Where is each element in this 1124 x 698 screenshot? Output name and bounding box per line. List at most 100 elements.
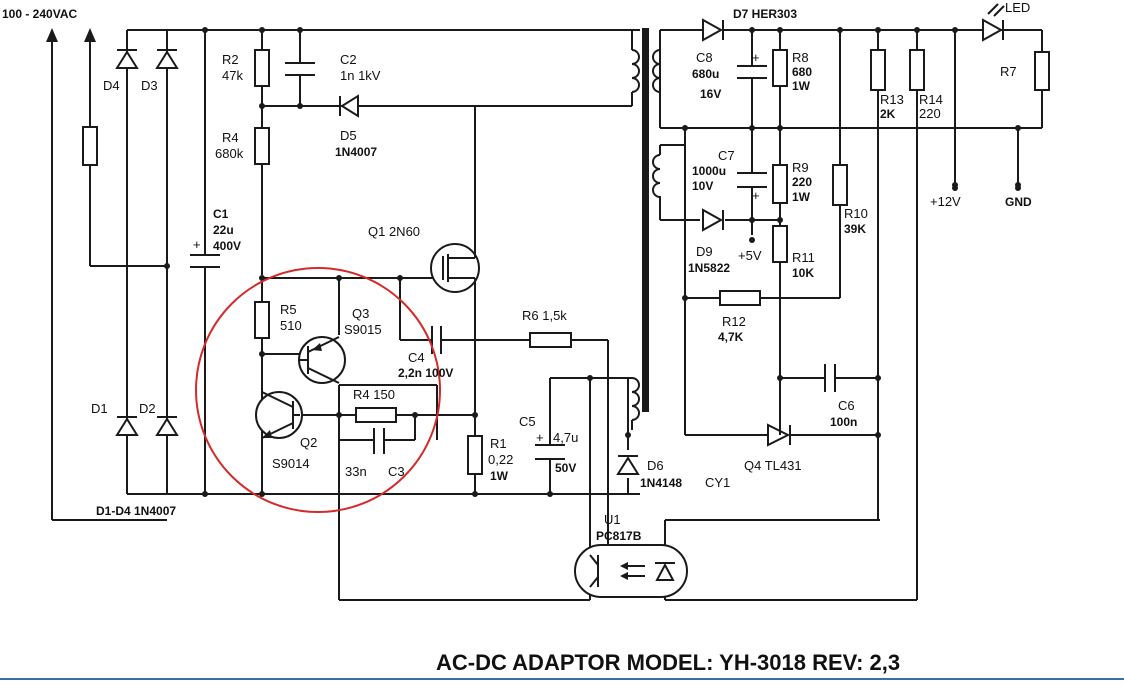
capacitor-c7 (737, 172, 767, 188)
c5-label: C5 (519, 414, 536, 429)
c4-value: 2,2n 100V (398, 366, 453, 380)
ac-input-terminals (46, 28, 96, 42)
q3-label: Q3 (352, 306, 369, 321)
c7-plus: + (752, 188, 760, 203)
resistor-r1 (467, 435, 483, 475)
transformer-core (642, 28, 649, 412)
resistor-r6 (529, 332, 572, 348)
r13-value: 2K (880, 107, 896, 121)
c8-value-2: 16V (700, 87, 721, 101)
c1-value-1: 22u (213, 223, 234, 237)
transistor-q2 (255, 391, 303, 439)
q1-label: Q1 2N60 (368, 224, 420, 239)
c1-value-2: 400V (213, 239, 241, 253)
r1-value-1: 0,22 (488, 452, 513, 467)
r14-value: 220 (919, 106, 941, 121)
led (955, 3, 1042, 42)
r11-value: 10K (792, 266, 814, 280)
r12-value: 4,7K (718, 330, 744, 344)
capacitor-c8 (737, 65, 767, 79)
r8-value-2: 1W (792, 79, 811, 93)
plus5v-terminal (749, 237, 755, 243)
d5-value: 1N4007 (335, 145, 377, 159)
q2-value: S9014 (272, 456, 310, 471)
schematic-title: AC-DC ADAPTOR MODEL: YH-3018 REV: 2,3 (436, 650, 900, 675)
r7-label: R7 (1000, 64, 1017, 79)
r13-label: R13 (880, 92, 904, 107)
r12-label: R12 (722, 314, 746, 329)
r1-value-2: 1W (490, 469, 509, 483)
d1-label: D1 (91, 401, 108, 416)
diode-d9 (702, 208, 724, 232)
gnd-label: GND (1005, 195, 1032, 209)
diodes-note: D1-D4 1N4007 (96, 504, 176, 518)
led-label: LED (1005, 0, 1030, 15)
resistor-r12 (719, 290, 761, 306)
diode-d4 (115, 49, 139, 69)
c3-label: C3 (388, 464, 405, 479)
r9-label: R9 (792, 160, 809, 175)
capacitor-c2 (285, 62, 315, 76)
q4-label: Q4 TL431 (744, 458, 802, 473)
transformer-primary-winding (631, 49, 640, 93)
diode-d5 (339, 94, 359, 118)
transformer-5v-winding (652, 154, 661, 200)
r2-label: R2 (222, 52, 239, 67)
d6-label: D6 (647, 458, 664, 473)
r8-value-1: 680 (792, 65, 812, 79)
c3-value: 33n (345, 464, 367, 479)
c2-label: C2 (340, 52, 357, 67)
c7-label: C7 (718, 148, 735, 163)
r6-label: R6 1,5k (522, 308, 567, 323)
resistor-r2 (254, 49, 270, 87)
d2-label: D2 (139, 401, 156, 416)
shunt-regulator-q4 (767, 423, 791, 447)
mosfet-q1 (430, 243, 480, 295)
highlight-circle (195, 267, 441, 513)
r4-680k-label: R4 (222, 130, 239, 145)
r5-value: 510 (280, 318, 302, 333)
r10-label: R10 (844, 206, 868, 221)
r4-680k-value: 680k (215, 146, 244, 161)
c5-plus: + (536, 430, 544, 445)
r9-value-2: 1W (792, 190, 811, 204)
r11-label: R11 (792, 250, 815, 265)
resistor-r4-150 (355, 407, 397, 423)
c7-value-1: 1000u (692, 164, 726, 178)
c2-value: 1n 1kV (340, 68, 381, 83)
r8-label: R8 (792, 50, 809, 65)
resistor-r14 (909, 49, 925, 91)
resistor-r11 (772, 225, 788, 263)
u1-label: U1 (604, 512, 621, 527)
c8-value-1: 680u (692, 67, 719, 81)
r5-label: R5 (280, 302, 297, 317)
resistor-r8 (772, 49, 788, 87)
d5-label: D5 (340, 128, 357, 143)
r14-label: R14 (919, 92, 943, 107)
diode-d2 (155, 416, 179, 436)
capacitor-c5 (535, 444, 565, 460)
cy1-label: CY1 (705, 475, 730, 490)
capacitor-c6 (824, 364, 836, 392)
c1-plus: + (193, 237, 201, 252)
diode-d1 (115, 416, 139, 436)
capacitor-c3 (362, 428, 398, 454)
plus12v-label: +12V (930, 194, 961, 209)
d4-label: D4 (103, 78, 120, 93)
c6-label: C6 (838, 398, 855, 413)
resistor-r4-680k (254, 127, 270, 165)
q3-value: S9015 (344, 322, 382, 337)
c7-value-2: 10V (692, 179, 713, 193)
r4-150-label: R4 150 (353, 387, 395, 402)
c6-value: 100n (830, 415, 857, 429)
labels: 100 - 240VAC D4 D3 D1 D2 D1-D4 1N4007 R2… (2, 0, 1032, 675)
r9-value-1: 220 (792, 175, 812, 189)
d9-value: 1N5822 (688, 261, 730, 275)
r2-value: 47k (222, 68, 243, 83)
resistor-r9 (772, 164, 788, 204)
fuse (82, 126, 98, 166)
capacitor-c1 (190, 254, 220, 268)
diode-d3 (155, 49, 179, 69)
diode-d7 (702, 18, 724, 42)
